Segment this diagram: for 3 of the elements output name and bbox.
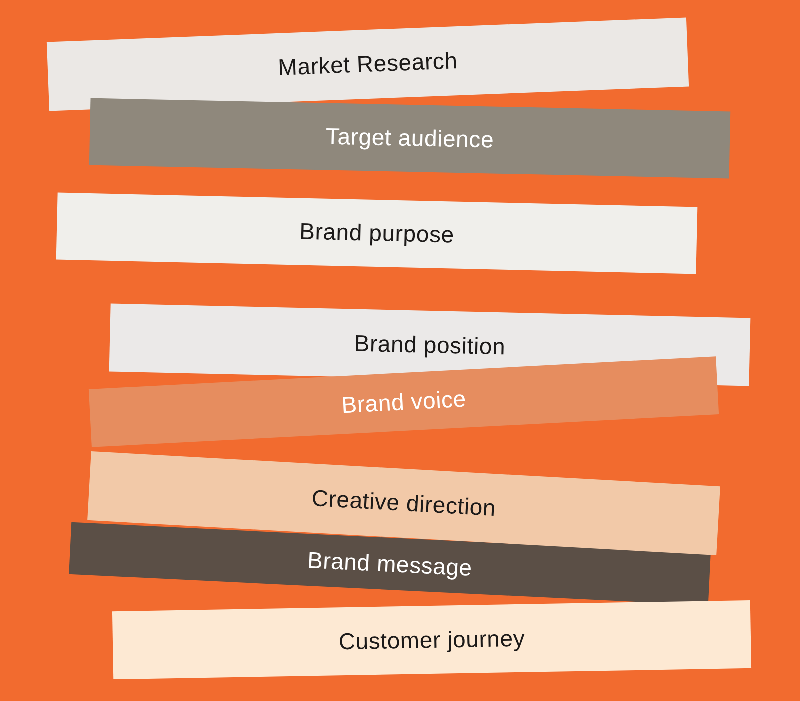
banner-strip: Customer journey [112,600,752,680]
banner-strip: Market Research [46,17,690,111]
banner-strip: Brand purpose [56,192,698,274]
